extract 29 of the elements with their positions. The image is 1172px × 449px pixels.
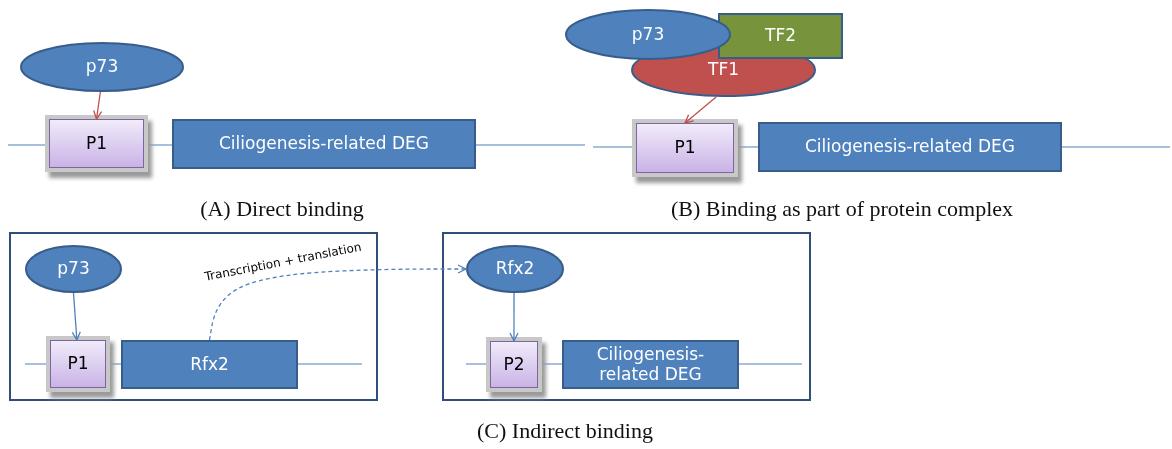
arrow <box>684 96 717 124</box>
promoter-label: P2 <box>503 354 525 375</box>
panel-frame <box>9 232 378 401</box>
gene-box <box>172 119 476 169</box>
protein-label: Rfx2 <box>495 259 535 279</box>
figure-caption: (C) Indirect binding <box>477 418 653 444</box>
gene-label: Ciliogenesis-related DEG <box>218 134 429 154</box>
arrow <box>71 292 81 341</box>
protein-label: TF2 <box>765 26 796 46</box>
figure-caption: (A) Direct binding <box>200 196 364 222</box>
arrow <box>93 91 103 120</box>
protein-label: TF1 <box>708 60 739 80</box>
gene-label: Ciliogenesis-related DEG <box>595 344 706 385</box>
promoter-label: P1 <box>85 133 108 154</box>
panel-frame <box>442 232 811 401</box>
protein-label: p73 <box>57 259 90 279</box>
figure-caption: (B) Binding as part of protein complex <box>670 196 1014 222</box>
gene-box <box>758 122 1062 172</box>
gene-box <box>562 340 739 389</box>
promoter-label: P1 <box>674 138 696 158</box>
gene-label: Ciliogenesis-related DEG <box>804 137 1015 157</box>
protein-label: p73 <box>631 24 665 45</box>
protein-box <box>718 13 843 59</box>
protein-label: p73 <box>85 57 119 77</box>
gene-label: Rfx2 <box>190 354 229 375</box>
gene-box <box>121 340 298 389</box>
arrow <box>208 264 467 341</box>
promoter-label: P1 <box>67 354 89 374</box>
arrow <box>509 292 519 342</box>
